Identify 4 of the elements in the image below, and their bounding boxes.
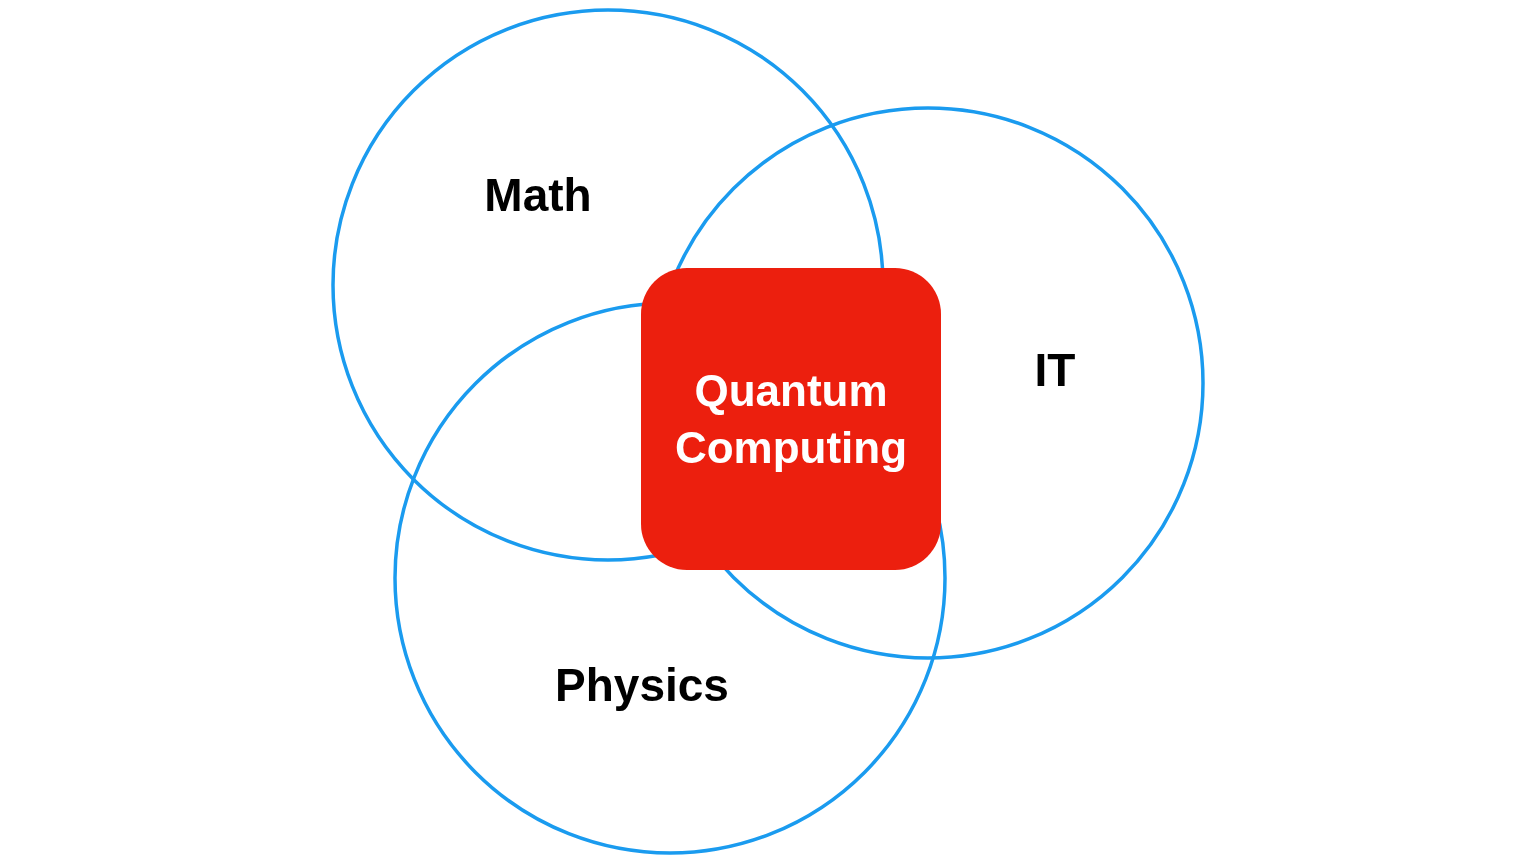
box-label: Quantum Computing xyxy=(673,364,909,474)
circle-label: Math xyxy=(484,168,592,222)
circle-label: IT xyxy=(1034,343,1076,397)
circle-label: Physics xyxy=(555,658,729,712)
